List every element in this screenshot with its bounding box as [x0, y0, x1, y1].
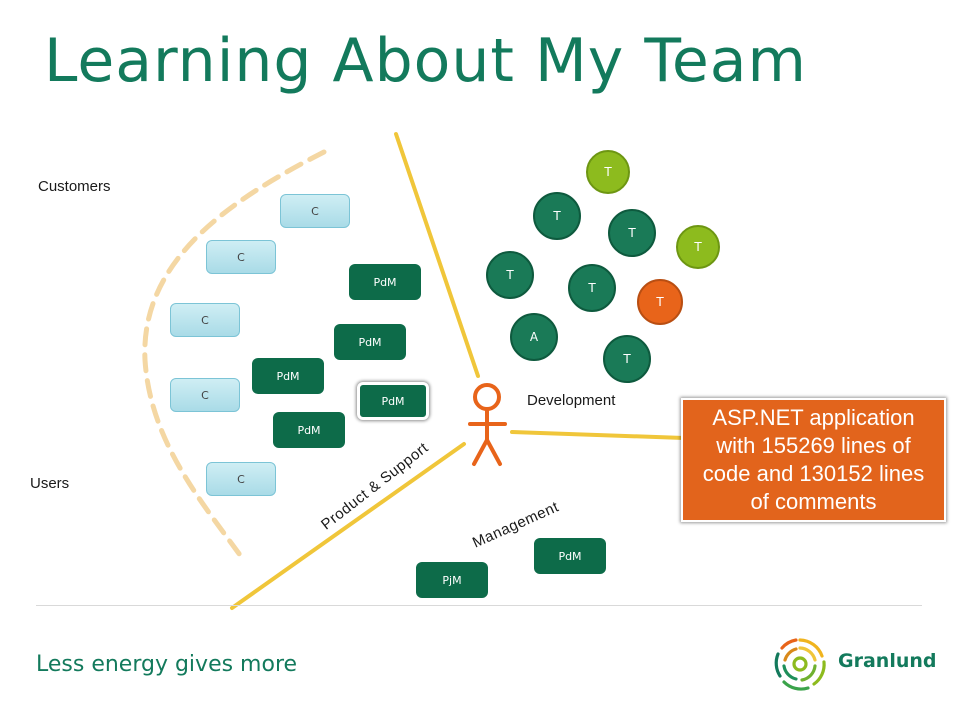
page-title: Learning About My Team	[44, 26, 807, 96]
codebase-callout: ASP.NET application with 155269 lines of…	[681, 398, 946, 522]
footer-brand: Granlund	[838, 650, 937, 672]
customer-boundary-dashed-arc	[142, 149, 327, 558]
customer-box: C	[170, 378, 240, 412]
users-label: Users	[30, 475, 70, 492]
dev-node: T	[608, 209, 656, 257]
person-icon	[468, 383, 507, 466]
footer-divider	[36, 605, 922, 606]
dev-node: A	[510, 313, 558, 361]
management-pjm-box: PjM	[416, 562, 488, 598]
customer-box: C	[206, 240, 276, 274]
pdm-box: PdM	[334, 324, 406, 360]
customers-label: Customers	[38, 178, 111, 195]
divider-top-line	[394, 132, 480, 378]
dev-node: T	[603, 335, 651, 383]
footer-tagline: Less energy gives more	[36, 652, 298, 677]
pdm-box: PdM	[349, 264, 421, 300]
dev-node: T	[533, 192, 581, 240]
development-label: Development	[527, 392, 616, 409]
dev-node: T	[676, 225, 720, 269]
dev-node: T	[486, 251, 534, 299]
customer-box: C	[280, 194, 350, 228]
divider-bottom-line	[230, 442, 466, 610]
customer-box: C	[206, 462, 276, 496]
granlund-logo-icon	[774, 638, 826, 691]
pdm-box-highlighted: PdM	[357, 382, 429, 420]
customer-box: C	[170, 303, 240, 337]
divider-right-line	[510, 430, 686, 440]
dev-node: T	[568, 264, 616, 312]
dev-node: T	[586, 150, 630, 194]
management-pdm-box: PdM	[534, 538, 606, 574]
dev-node: T	[637, 279, 683, 325]
pdm-box: PdM	[252, 358, 324, 394]
pdm-box: PdM	[273, 412, 345, 448]
